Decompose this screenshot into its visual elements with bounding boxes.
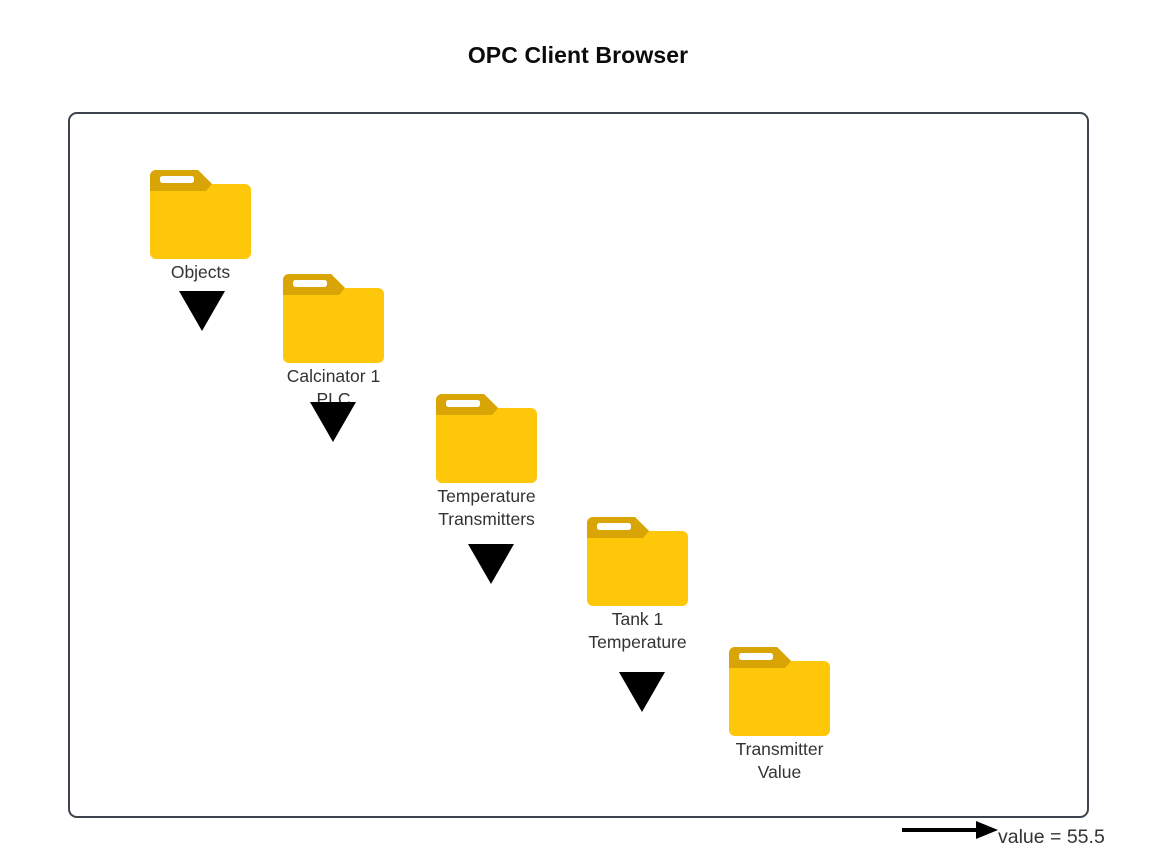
folder-icon[interactable]	[150, 170, 251, 259]
triangle-down-icon	[179, 291, 225, 331]
tree-node-transmitter-value[interactable]: Transmitter Value	[729, 647, 969, 782]
folder-icon[interactable]	[436, 394, 537, 483]
folder-icon[interactable]	[283, 274, 384, 363]
tree-node-label-tank-1-temperature: Tank 1 Temperature	[588, 609, 687, 652]
tree-node-temperature-transmitters[interactable]: Temperature Transmitters	[436, 394, 676, 529]
folder-icon[interactable]	[587, 517, 688, 606]
tree-node-label-temperature-transmitters: Temperature Transmitters	[437, 486, 536, 529]
tree-node-tank-1-temperature[interactable]: Tank 1 Temperature	[587, 517, 827, 652]
value-readout: value = 55.5	[998, 826, 1105, 848]
arrow-right-icon	[902, 818, 1002, 842]
tree-node-label-transmitter-value: Transmitter Value	[735, 739, 824, 782]
folder-icon[interactable]	[729, 647, 830, 736]
triangle-down-icon	[468, 544, 514, 584]
tree-node-label-objects: Objects	[170, 262, 231, 282]
triangle-down-icon	[310, 402, 356, 442]
tree-node-calcinator-1-plc[interactable]: Calcinator 1 PLC	[283, 274, 523, 409]
page-title: OPC Client Browser	[467, 42, 689, 68]
triangle-down-icon	[619, 672, 665, 712]
tree-node-objects[interactable]: Objects	[150, 170, 390, 282]
